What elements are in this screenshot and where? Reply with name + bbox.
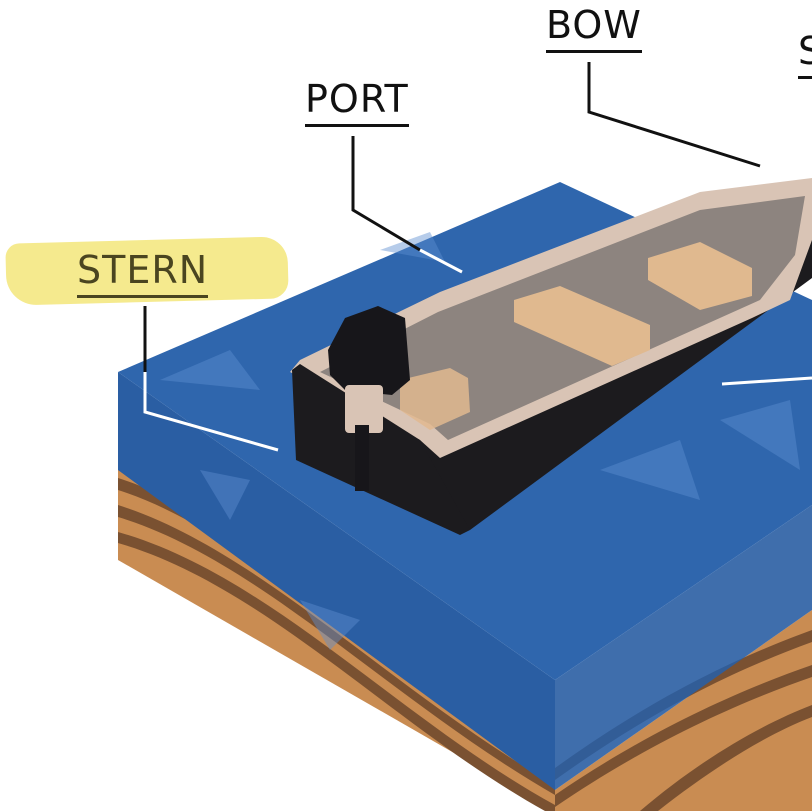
seat-middle (514, 286, 650, 366)
water-glint (300, 600, 360, 650)
motor-shaft (355, 425, 369, 491)
water-left-side (118, 372, 555, 790)
water-glint (720, 400, 800, 470)
earth-stripe (555, 665, 812, 807)
transom (292, 364, 470, 535)
bow-label: BOW (546, 6, 642, 53)
motor-cowling (328, 306, 410, 395)
water-glint (200, 470, 250, 520)
water-glint (160, 350, 260, 390)
starboard-pointer-line (721, 376, 812, 386)
earth-stripe (118, 532, 555, 811)
port-pointer-line (419, 248, 463, 274)
earth-stripe (555, 630, 812, 780)
bow-leader-line (587, 62, 761, 168)
stern-pointer-line (143, 372, 279, 452)
motor-bracket (345, 385, 383, 433)
earth-stripe (640, 705, 812, 811)
boat (290, 178, 812, 535)
seat-rear (400, 368, 470, 430)
earth-stripe (118, 505, 555, 795)
starboard-label: S (798, 32, 812, 79)
outboard-motor (328, 306, 410, 491)
water-glint (600, 440, 700, 500)
water-right-side (555, 505, 812, 790)
port-label: PORT (305, 80, 409, 127)
seat-front (648, 242, 752, 310)
port-leader-line (351, 136, 421, 252)
stern-label: STERN (77, 251, 209, 298)
